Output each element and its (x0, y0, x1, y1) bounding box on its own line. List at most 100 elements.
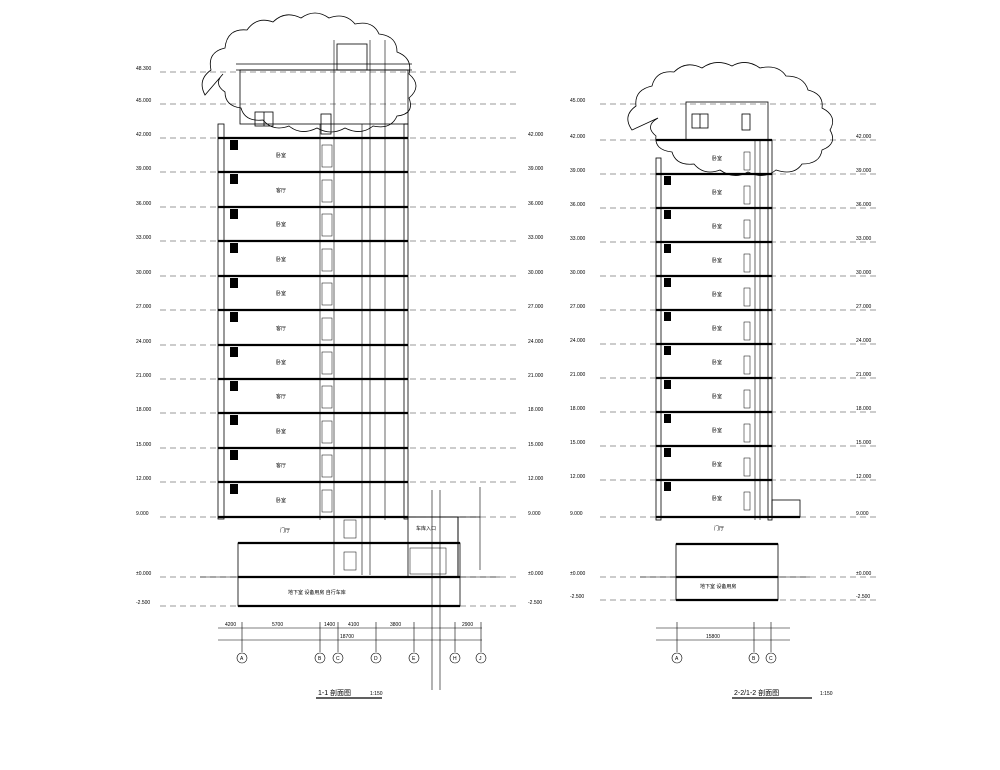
level-mark: ±0.000 (136, 571, 151, 577)
level-mark: 21.000 (528, 373, 544, 379)
room-label: 卧室 (712, 359, 722, 366)
level-mark: 9.000 (856, 511, 869, 517)
floor-slabs-1 (218, 136, 460, 608)
drawing-scale-1: 1:150 (370, 691, 383, 697)
level-mark: 33.000 (528, 235, 544, 241)
level-mark: 9.000 (136, 511, 149, 517)
level-mark: 18.000 (570, 406, 586, 412)
revision-cloud-1 (201, 12, 417, 133)
level-mark: 42.000 (856, 134, 872, 140)
ground-label: 车库入口 (416, 525, 436, 532)
level-mark: 42.000 (136, 132, 152, 138)
level-mark: 18.000 (136, 407, 152, 413)
level-mark: ±0.000 (528, 571, 543, 577)
level-mark: -2.500 (136, 600, 150, 606)
drawing-title-2: 2-2/1-2 剖面图 (734, 688, 779, 697)
level-mark: 33.000 (856, 236, 872, 242)
room-label: 卧室 (712, 427, 722, 434)
room-label: 客厅 (276, 462, 286, 469)
axis-label: J (479, 656, 482, 662)
level-mark: 27.000 (136, 304, 152, 310)
level-mark: 12.000 (856, 474, 872, 480)
room-label: 卧室 (712, 189, 722, 196)
section-1-1 (160, 12, 520, 699)
level-mark: 24.000 (136, 339, 152, 345)
room-label: 客厅 (276, 187, 286, 194)
level-mark: 39.000 (528, 166, 544, 172)
level-mark: 39.000 (856, 168, 872, 174)
level-mark: 30.000 (570, 270, 586, 276)
level-mark: 21.000 (570, 372, 586, 378)
level-mark: 9.000 (528, 511, 541, 517)
core-doors-1 (321, 144, 447, 575)
level-mark: 15.000 (528, 442, 544, 448)
basement-label: 地下室 设备用房 自行车库 (288, 589, 346, 596)
axis-label: B (318, 656, 322, 662)
axis-label: C (336, 656, 340, 662)
level-mark: 30.000 (856, 270, 872, 276)
dimension-text: 5700 (272, 622, 283, 628)
level-mark: 42.000 (528, 132, 544, 138)
basement-2 (675, 543, 779, 601)
axis-label: C (769, 656, 773, 662)
level-mark: 36.000 (570, 202, 586, 208)
level-mark: ±0.000 (570, 571, 585, 577)
axis-label: A (240, 656, 244, 662)
level-mark: 39.000 (136, 166, 152, 172)
dimension-lines-1 (218, 622, 482, 652)
dimension-text: 4100 (348, 622, 359, 628)
level-mark: 24.000 (528, 339, 544, 345)
axis-label: E (412, 656, 416, 662)
room-label: 卧室 (712, 223, 722, 230)
level-mark: 30.000 (528, 270, 544, 276)
left-facade-windows-2 (664, 176, 671, 491)
room-label: 卧室 (712, 393, 722, 400)
level-mark: 24.000 (570, 338, 586, 344)
level-mark: 36.000 (136, 201, 152, 207)
level-mark: 12.000 (136, 476, 152, 482)
axis-bubbles-2 (671, 652, 777, 664)
section-2-2 (600, 62, 880, 699)
level-mark: 12.000 (570, 474, 586, 480)
drawing-title-1: 1-1 剖面图 (318, 688, 351, 697)
room-label: 客厅 (276, 325, 286, 332)
level-mark: 30.000 (136, 270, 152, 276)
drawing-labels: A B C D E H J 4200 5700 1400 4100 3800 2… (136, 66, 872, 697)
axis-label: A (675, 656, 679, 662)
room-label: 卧室 (276, 256, 286, 263)
revision-cloud-2 (627, 62, 834, 176)
level-mark: 9.000 (570, 511, 583, 517)
room-label: 卧室 (276, 290, 286, 297)
level-mark: -2.500 (856, 594, 870, 600)
lobby-label: 门厅 (280, 527, 290, 534)
roof-machine-room (239, 69, 409, 125)
dimension-lines-2 (656, 622, 790, 652)
axis-label: H (453, 656, 457, 662)
core-doors-2 (743, 151, 751, 511)
level-mark: 48.300 (136, 66, 152, 72)
dimension-text: 2900 (462, 622, 473, 628)
level-mark: 39.000 (570, 168, 586, 174)
level-lines-1 (160, 71, 520, 607)
left-facade-windows (230, 140, 238, 494)
room-label: 卧室 (712, 325, 722, 332)
dimension-text: 3800 (390, 622, 401, 628)
level-mark: 27.000 (528, 304, 544, 310)
level-mark: 45.000 (136, 98, 152, 104)
room-label: 卧室 (712, 257, 722, 264)
axis-label: B (752, 656, 756, 662)
level-mark: 12.000 (528, 476, 544, 482)
level-mark: 15.000 (570, 440, 586, 446)
room-label: 卧室 (712, 155, 722, 162)
room-label: 卧室 (276, 428, 286, 435)
level-mark: 27.000 (856, 304, 872, 310)
dimension-text: 4200 (225, 622, 236, 628)
roof-room-2 (685, 101, 769, 141)
dimension-text: 1400 (324, 622, 335, 628)
dimension-total: 18700 (340, 634, 354, 640)
room-label: 卧室 (276, 359, 286, 366)
level-mark: 45.000 (570, 98, 586, 104)
level-mark: 42.000 (570, 134, 586, 140)
floor-slabs-2 (656, 138, 800, 602)
